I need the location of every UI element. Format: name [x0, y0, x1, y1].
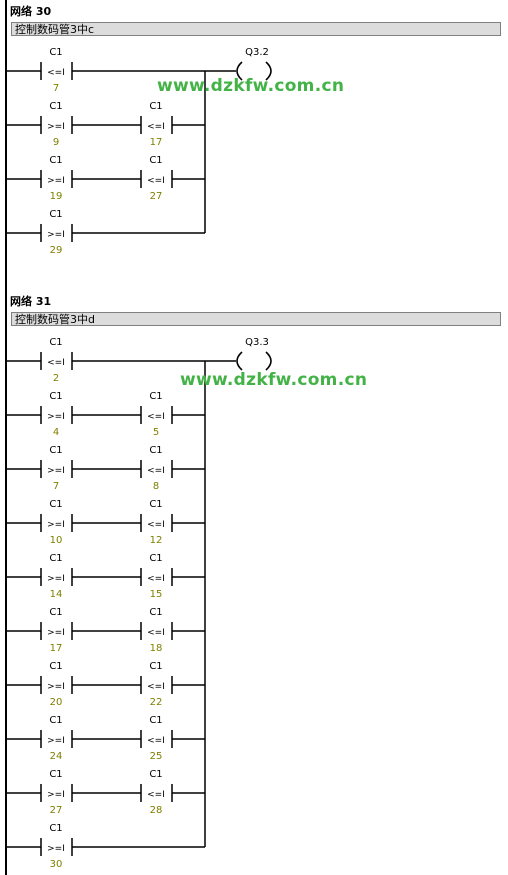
contact-op-n0-r0-c0: <=I — [47, 68, 65, 78]
contact-counter-n0-r1-c1: C1 — [149, 101, 162, 112]
contact-value-n1-r2-c1: 8 — [153, 481, 159, 492]
contact-counter-n0-r2-c1: C1 — [149, 155, 162, 166]
contact-value-n1-r3-c0: 10 — [50, 535, 63, 546]
contact-op-n1-r7-c1: <=I — [147, 736, 165, 746]
network-31-comment[interactable]: 控制数码管3中d — [11, 312, 501, 326]
coil-right-paren-n1 — [265, 351, 272, 371]
contact-op-n1-r4-c1: <=I — [147, 574, 165, 584]
contact-counter-n1-r9-c0: C1 — [49, 823, 62, 834]
contact-op-n1-r8-c0: >=I — [47, 790, 65, 800]
contact-counter-n1-r2-c1: C1 — [149, 445, 162, 456]
contact-op-n1-r1-c1: <=I — [147, 412, 165, 422]
contact-op-n0-r2-c0: >=I — [47, 176, 65, 186]
contact-counter-n1-r4-c0: C1 — [49, 553, 62, 564]
contact-counter-n1-r0-c0: C1 — [49, 337, 62, 348]
contact-value-n1-r6-c1: 22 — [150, 697, 163, 708]
contact-op-n1-r1-c0: >=I — [47, 412, 65, 422]
contact-counter-n0-r1-c0: C1 — [49, 101, 62, 112]
contact-value-n1-r2-c0: 7 — [53, 481, 59, 492]
contact-value-n1-r1-c0: 4 — [53, 427, 59, 438]
contact-op-n1-r7-c0: >=I — [47, 736, 65, 746]
contact-counter-n1-r8-c0: C1 — [49, 769, 62, 780]
coil-left-paren-n0 — [236, 61, 243, 81]
network-30-comment[interactable]: 控制数码管3中c — [11, 22, 501, 36]
contact-op-n1-r4-c0: >=I — [47, 574, 65, 584]
contact-value-n1-r3-c1: 12 — [150, 535, 163, 546]
coil-left-paren-n1 — [236, 351, 243, 371]
contact-op-n1-r9-c0: >=I — [47, 844, 65, 854]
contact-op-n1-r0-c0: <=I — [47, 358, 65, 368]
contact-value-n1-r7-c1: 25 — [150, 751, 163, 762]
contact-counter-n1-r6-c1: C1 — [149, 661, 162, 672]
contact-op-n1-r3-c0: >=I — [47, 520, 65, 530]
contact-op-n0-r3-c0: >=I — [47, 230, 65, 240]
contact-value-n0-r2-c1: 27 — [150, 191, 163, 202]
contact-op-n1-r6-c0: >=I — [47, 682, 65, 692]
contact-counter-n1-r2-c0: C1 — [49, 445, 62, 456]
contact-value-n1-r8-c0: 27 — [50, 805, 63, 816]
coil-right-paren-n0 — [265, 61, 272, 81]
contact-op-n0-r1-c0: >=I — [47, 122, 65, 132]
contact-counter-n1-r4-c1: C1 — [149, 553, 162, 564]
contact-op-n1-r3-c1: <=I — [147, 520, 165, 530]
contact-counter-n1-r6-c0: C1 — [49, 661, 62, 672]
network-30-title: 网络 30 — [10, 5, 52, 18]
contact-counter-n1-r1-c0: C1 — [49, 391, 62, 402]
contact-op-n1-r8-c1: <=I — [147, 790, 165, 800]
contact-value-n1-r5-c0: 17 — [50, 643, 63, 654]
contact-counter-n1-r1-c1: C1 — [149, 391, 162, 402]
contact-value-n0-r1-c0: 9 — [53, 137, 59, 148]
contact-op-n0-r1-c1: <=I — [147, 122, 165, 132]
contact-value-n0-r3-c0: 29 — [50, 245, 63, 256]
contact-counter-n1-r7-c0: C1 — [49, 715, 62, 726]
watermark-1: www.dzkfw.com.cn — [157, 76, 345, 96]
contact-op-n1-r5-c0: >=I — [47, 628, 65, 638]
contact-value-n1-r1-c1: 5 — [153, 427, 159, 438]
coil-label-n1: Q3.3 — [245, 337, 269, 348]
contact-counter-n1-r3-c0: C1 — [49, 499, 62, 510]
network-31-title: 网络 31 — [10, 295, 52, 308]
contact-value-n0-r2-c0: 19 — [50, 191, 63, 202]
contact-value-n1-r7-c0: 24 — [50, 751, 63, 762]
contact-value-n0-r1-c1: 17 — [150, 137, 163, 148]
contact-op-n1-r5-c1: <=I — [147, 628, 165, 638]
watermark-2: www.dzkfw.com.cn — [180, 370, 368, 390]
contact-value-n0-r0-c0: 7 — [53, 83, 59, 94]
contact-counter-n1-r5-c0: C1 — [49, 607, 62, 618]
contact-counter-n0-r3-c0: C1 — [49, 209, 62, 220]
contact-counter-n1-r8-c1: C1 — [149, 769, 162, 780]
contact-counter-n1-r3-c1: C1 — [149, 499, 162, 510]
contact-counter-n1-r5-c1: C1 — [149, 607, 162, 618]
contact-value-n1-r9-c0: 30 — [50, 859, 63, 870]
contact-value-n1-r0-c0: 2 — [53, 373, 59, 384]
contact-op-n1-r2-c1: <=I — [147, 466, 165, 476]
contact-value-n1-r6-c0: 20 — [50, 697, 63, 708]
contact-value-n1-r4-c0: 14 — [50, 589, 63, 600]
contact-op-n1-r6-c1: <=I — [147, 682, 165, 692]
contact-counter-n0-r2-c0: C1 — [49, 155, 62, 166]
contact-value-n1-r5-c1: 18 — [150, 643, 163, 654]
contact-counter-n1-r7-c1: C1 — [149, 715, 162, 726]
contact-value-n1-r8-c1: 28 — [150, 805, 163, 816]
coil-label-n0: Q3.2 — [245, 47, 269, 58]
contact-counter-n0-r0-c0: C1 — [49, 47, 62, 58]
contact-op-n0-r2-c1: <=I — [147, 176, 165, 186]
contact-op-n1-r2-c0: >=I — [47, 466, 65, 476]
contact-value-n1-r4-c1: 15 — [150, 589, 163, 600]
